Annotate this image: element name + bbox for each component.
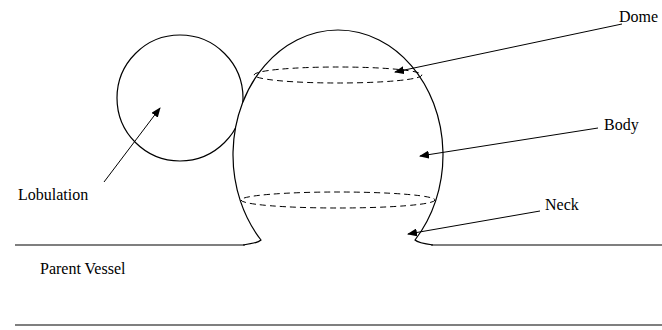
part-label: Lobulation xyxy=(18,186,88,204)
neck-boundary xyxy=(241,192,435,208)
dome-boundary xyxy=(254,67,422,83)
leader-arrow xyxy=(104,108,160,182)
part-label: Dome xyxy=(619,8,658,26)
leader-arrow xyxy=(408,211,540,234)
leader-arrow xyxy=(420,128,598,156)
lobulation-circle xyxy=(117,35,243,161)
aneurysm-sac xyxy=(233,30,443,245)
vessel-wall xyxy=(15,324,662,325)
leader-arrow xyxy=(395,24,622,72)
part-label: Neck xyxy=(545,196,579,214)
vessel-label: Parent Vessel xyxy=(40,260,125,278)
vessel-wall xyxy=(15,244,245,245)
vessel-wall xyxy=(431,244,662,245)
part-label: Body xyxy=(604,116,639,134)
